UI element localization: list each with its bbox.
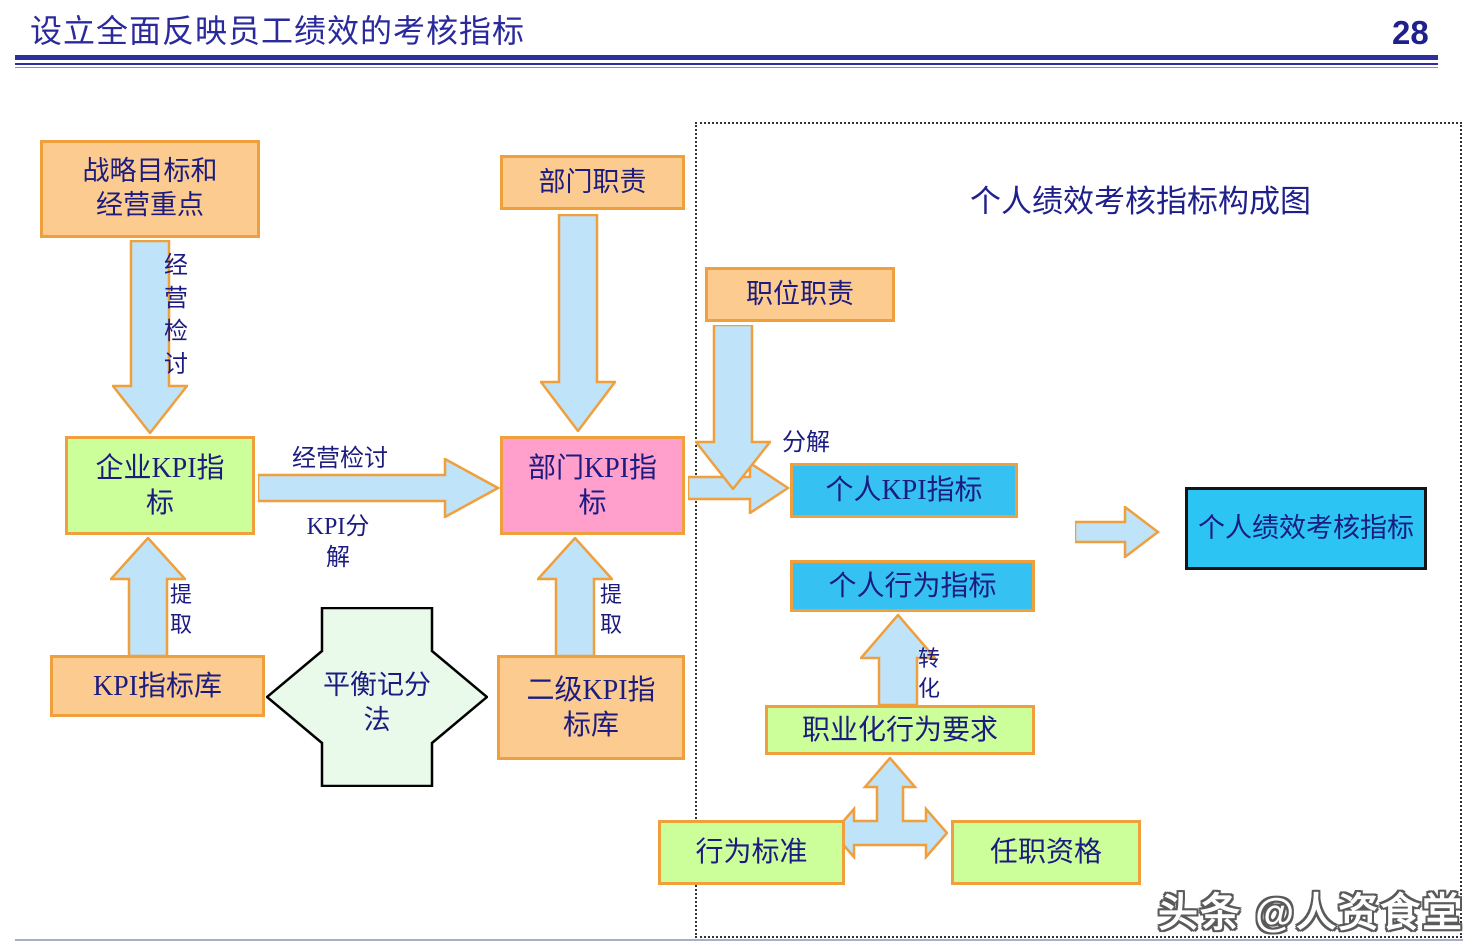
- arrow-to-final-icon: [1075, 506, 1160, 558]
- node-corp-kpi: 企业KPI指 标: [65, 436, 255, 535]
- node-kpi-library: KPI指标库: [50, 655, 265, 717]
- node-balanced-scorecard: 平衡记分 法: [323, 670, 431, 736]
- title-divider-thin: [15, 63, 1438, 65]
- node-secondary-kpi-library: 二级KPI指 标库: [497, 655, 685, 760]
- title-divider-thick: [15, 55, 1438, 60]
- arrow-strategic-to-corp-kpi-icon: [112, 240, 188, 434]
- node-personal-behavior: 个人行为指标: [790, 560, 1035, 612]
- label-review-vertical: 经 营 检 讨: [164, 253, 188, 379]
- arrow-dept-duty-to-dept-kpi-icon: [540, 214, 616, 432]
- balanced-scorecard-shape-icon: [266, 607, 488, 787]
- title-divider-faint: [15, 67, 1438, 68]
- watermark: 头条 @人资食堂: [1158, 891, 1465, 935]
- dashed-frame: [695, 122, 1462, 938]
- bottom-rule: [15, 939, 1463, 941]
- arrow-corp-kpi-to-dept-kpi-icon: [258, 458, 500, 518]
- node-behavior-standard: 行为标准: [658, 820, 845, 885]
- node-position-duty: 职位职责: [705, 267, 895, 322]
- node-prof-behavior: 职业化行为要求: [765, 705, 1035, 755]
- node-strategic-goals: 战略目标和 经营重点: [40, 140, 260, 238]
- node-dept-kpi: 部门KPI指 标: [500, 436, 685, 535]
- node-personal-kpi: 个人KPI指标: [790, 463, 1018, 518]
- node-final-indicator: 个人绩效考核指标: [1185, 487, 1427, 570]
- label-decompose: 分解: [782, 430, 830, 456]
- label-kpi-decompose: KPI分 解: [306, 514, 370, 572]
- label-extract-left: 提 取: [170, 582, 193, 638]
- label-review-horizontal: 经营检讨: [292, 446, 388, 472]
- three-way-arrow-icon: [832, 757, 948, 861]
- page-number: 28: [1392, 14, 1429, 51]
- label-transform: 转 化: [918, 646, 941, 702]
- label-extract-right: 提 取: [600, 582, 623, 638]
- arrow-pos-duty-down-icon: [695, 325, 771, 490]
- node-dept-duty: 部门职责: [500, 155, 685, 210]
- arrow-dept-kpi-to-personal-kpi-icon: [688, 462, 790, 514]
- frame-title: 个人绩效考核指标构成图: [970, 184, 1311, 219]
- slide-title: 设立全面反映员工绩效的考核指标: [30, 13, 526, 49]
- node-qualification: 任职资格: [951, 820, 1141, 885]
